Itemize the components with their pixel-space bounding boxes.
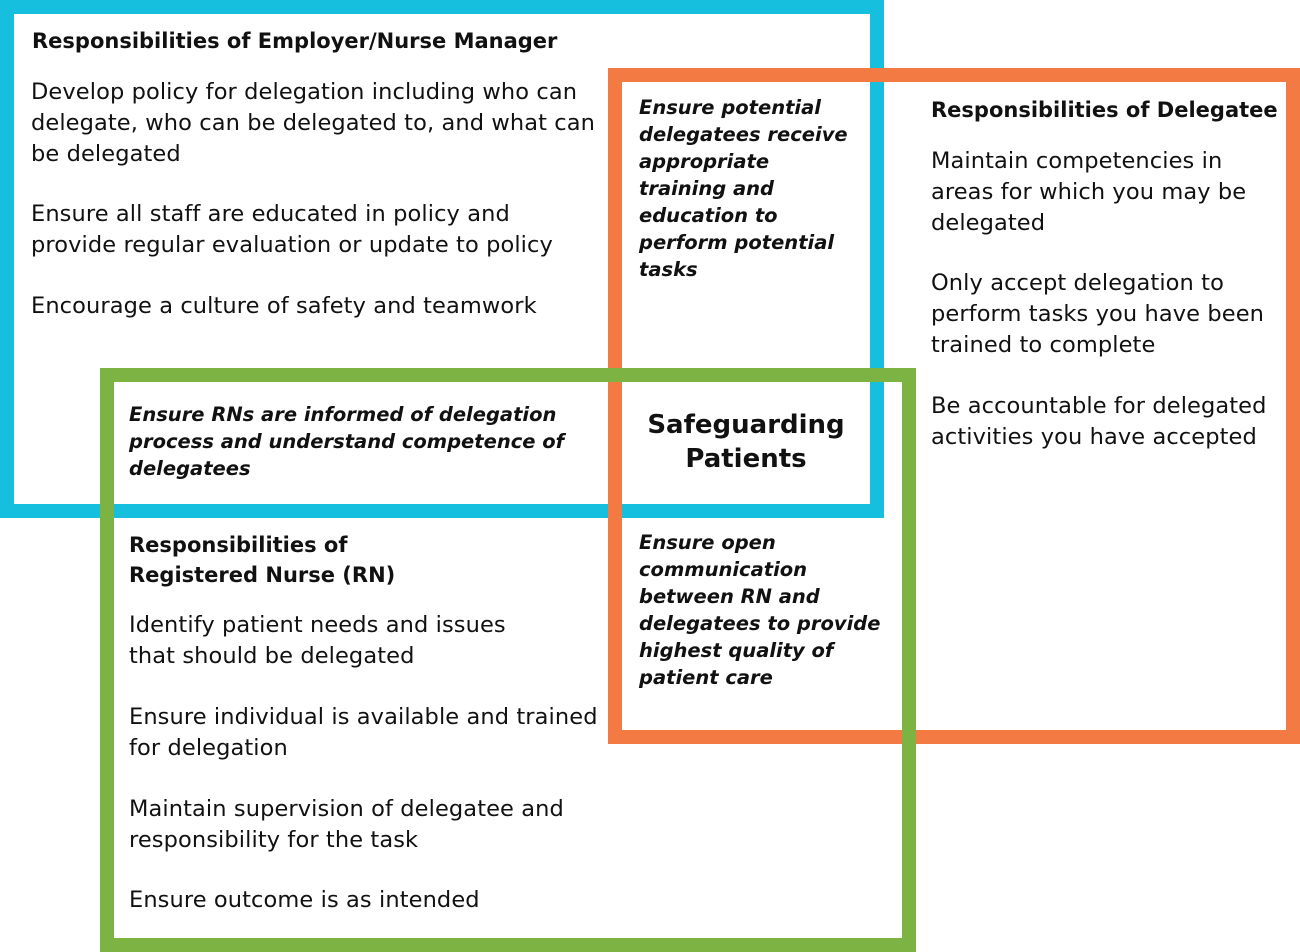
rn-frame xyxy=(100,368,916,952)
employer-item: Ensure all staff are educated in policy … xyxy=(31,201,553,258)
delegatee-item: Only accept delegation to perform tasks … xyxy=(931,270,1265,358)
delegatee-item: Be accountable for delegated activities … xyxy=(931,393,1267,450)
employer-frame xyxy=(0,0,884,518)
employer-item: Encourage a culture of safety and teamwo… xyxy=(31,293,537,319)
rn-item: Ensure outcome is as intended xyxy=(129,887,480,913)
rn-item: Ensure individual is available and train… xyxy=(129,704,598,761)
delegatee-frame xyxy=(608,68,1300,744)
delegatee-heading: Responsibilities of Delegatee xyxy=(931,98,1278,122)
rn-heading: Responsibilities of Registered Nurse (RN… xyxy=(129,533,396,587)
center-title: Safeguarding Patients xyxy=(647,410,845,474)
rn-item: Identify patient needs and issues that s… xyxy=(129,612,506,669)
overlap-employer-delegatee: Ensure potential delegatees receive appr… xyxy=(639,96,848,281)
overlap-rn-delegatee: Ensure open communication between RN and… xyxy=(639,531,881,689)
rn-item: Maintain supervision of delegatee and re… xyxy=(129,796,564,853)
overlap-employer-rn: Ensure RNs are informed of delegation pr… xyxy=(129,403,565,480)
employer-item: Develop policy for delegation including … xyxy=(31,79,595,167)
delegatee-item: Maintain competencies in areas for which… xyxy=(931,148,1247,236)
employer-heading: Responsibilities of Employer/Nurse Manag… xyxy=(32,29,558,53)
